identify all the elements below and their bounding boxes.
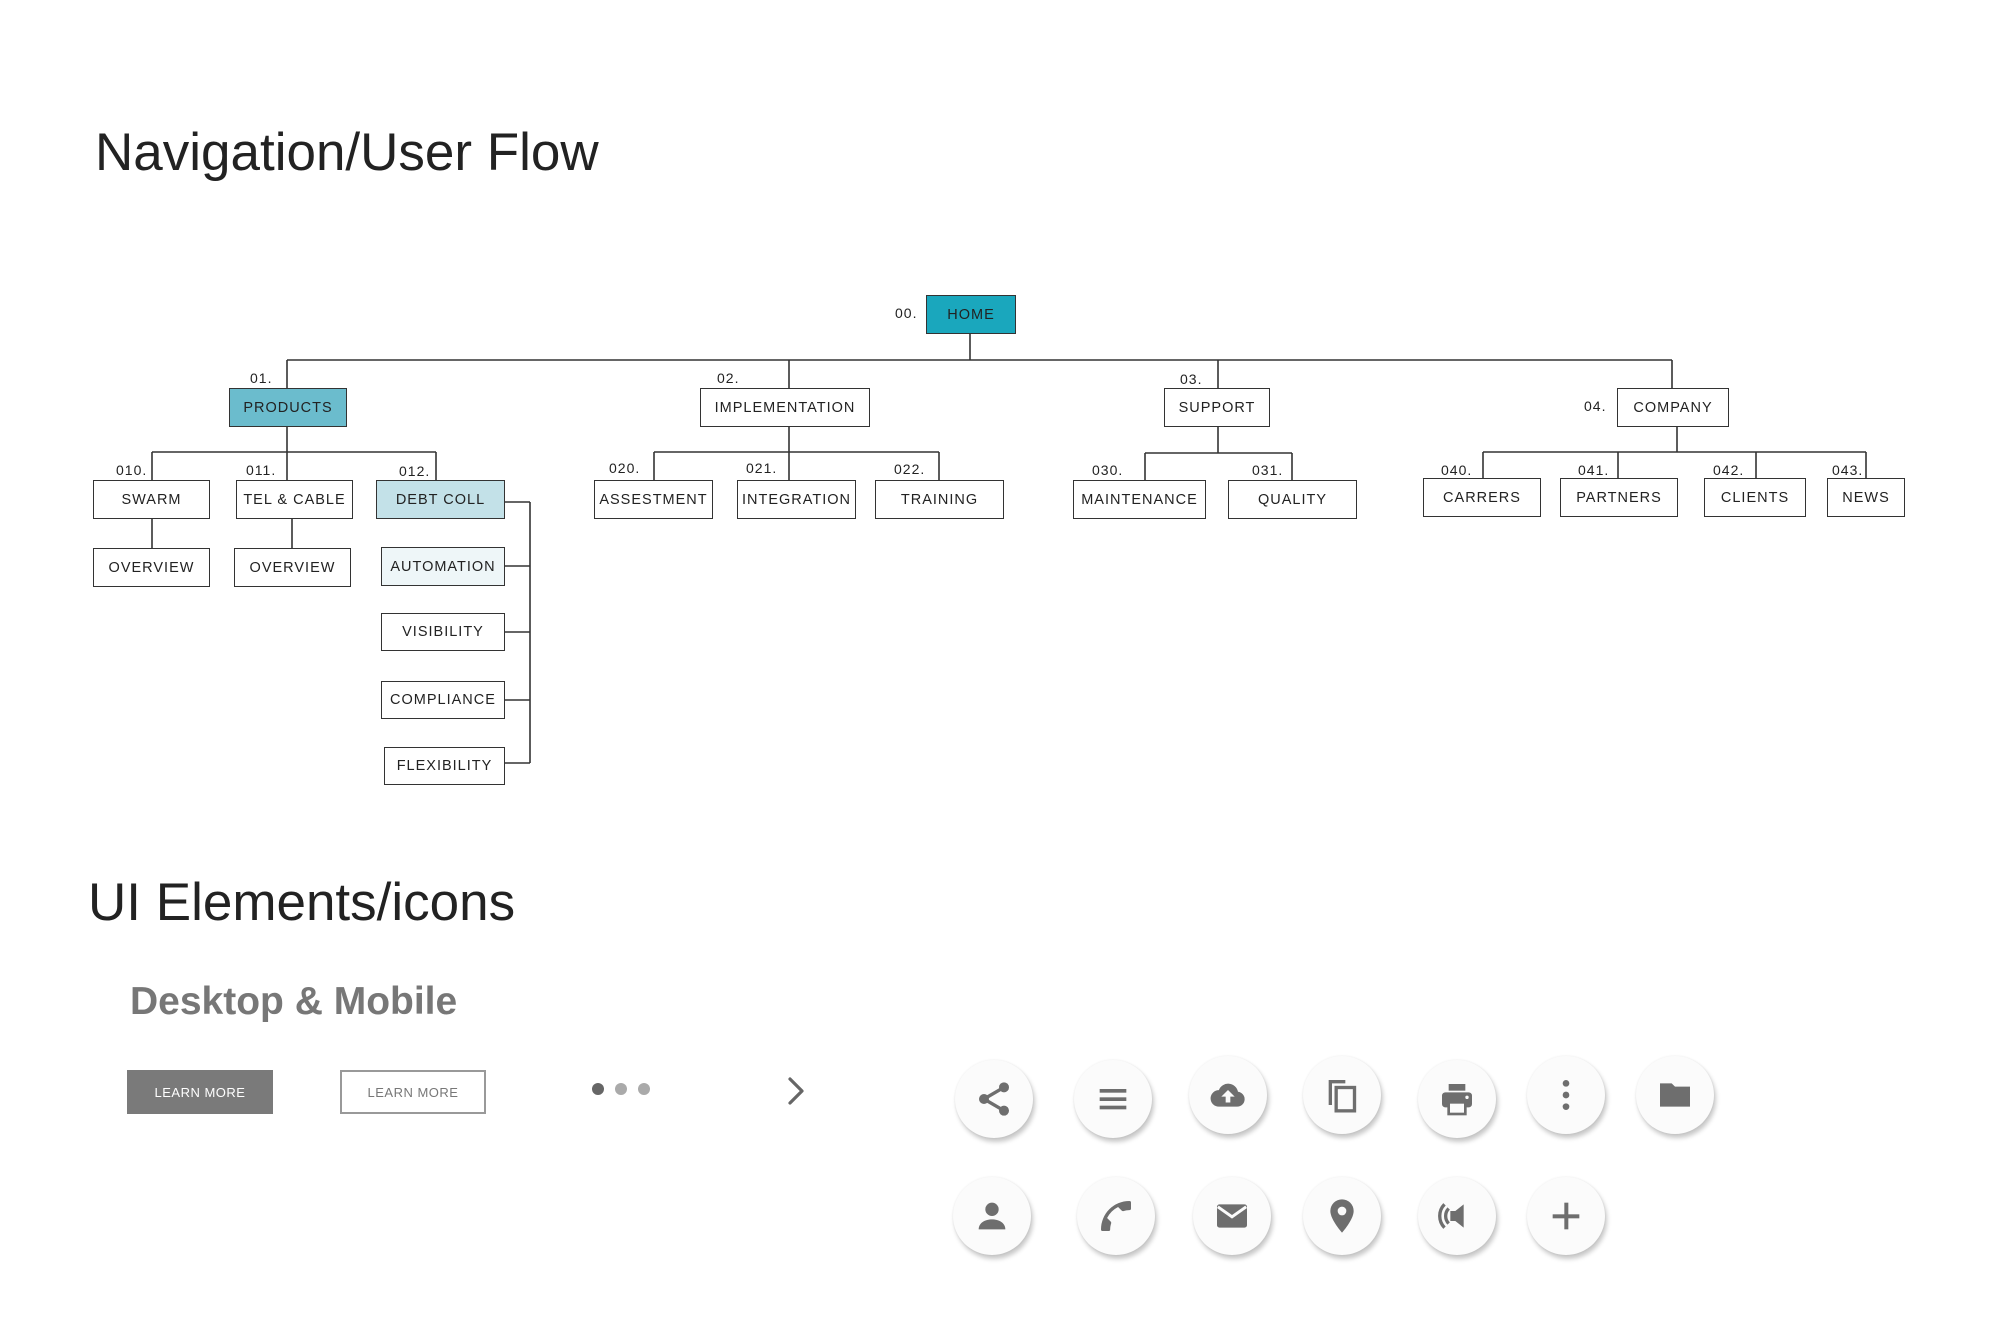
node-support[interactable]: SUPPORT: [1164, 388, 1270, 427]
menu-button[interactable]: [1074, 1060, 1152, 1138]
person-icon: [978, 1202, 1006, 1230]
phone-icon: [1101, 1201, 1131, 1231]
copy-icon: [1328, 1080, 1357, 1113]
node-tel-overview[interactable]: OVERVIEW: [234, 548, 351, 587]
sitemap-connectors: [151, 333, 1867, 764]
person-button[interactable]: [953, 1177, 1031, 1255]
nav-flow-title: Navigation/User Flow: [95, 123, 599, 182]
mail-icon: [1216, 1204, 1248, 1228]
node-maintenance[interactable]: MAINTENANCE: [1073, 480, 1206, 519]
print-icon: [1442, 1084, 1472, 1116]
pagination-dots[interactable]: [590, 1083, 650, 1097]
support-number: 03.: [1180, 371, 1203, 387]
pagination-dot[interactable]: [638, 1083, 650, 1095]
node-company[interactable]: COMPANY: [1617, 388, 1729, 427]
desktop-mobile-subtitle: Desktop & Mobile: [130, 980, 458, 1023]
cloud-upload-button[interactable]: [1189, 1056, 1267, 1134]
node-swarm-overview[interactable]: OVERVIEW: [93, 548, 210, 587]
ui-elements-title: UI Elements/icons: [88, 873, 516, 932]
node-compliance[interactable]: COMPLIANCE: [381, 681, 505, 719]
maintenance-number: 030.: [1092, 462, 1124, 478]
node-clients[interactable]: CLIENTS: [1704, 478, 1806, 517]
node-implementation[interactable]: IMPLEMENTATION: [700, 388, 870, 427]
training-number: 022.: [894, 461, 926, 477]
learn-more-outline-button[interactable]: LEARN MORE: [340, 1070, 486, 1114]
phone-button[interactable]: [1077, 1177, 1155, 1255]
learn-more-solid-button[interactable]: LEARN MORE: [127, 1070, 273, 1114]
copy-button[interactable]: [1303, 1056, 1381, 1134]
menu-icon: [1099, 1089, 1127, 1110]
node-partners[interactable]: PARTNERS: [1560, 478, 1678, 517]
location-pin-icon: [1330, 1199, 1354, 1233]
company-number: 04.: [1584, 398, 1607, 414]
node-news[interactable]: NEWS: [1827, 478, 1905, 517]
node-carrers[interactable]: CARRERS: [1423, 478, 1541, 517]
share-icon: [979, 1082, 1009, 1116]
implementation-number: 02.: [717, 370, 740, 386]
assestment-number: 020.: [609, 460, 641, 476]
plus-button[interactable]: [1527, 1177, 1605, 1255]
partners-number: 041.: [1578, 462, 1610, 478]
node-integration[interactable]: INTEGRATION: [737, 480, 856, 519]
node-tel-cable[interactable]: TEL & CABLE: [236, 480, 353, 519]
tel-cable-number: 011.: [246, 462, 277, 478]
quality-number: 031.: [1252, 462, 1284, 478]
print-button[interactable]: [1418, 1060, 1496, 1138]
swarm-number: 010.: [116, 462, 148, 478]
products-number: 01.: [250, 370, 273, 386]
carrers-number: 040.: [1441, 462, 1473, 478]
node-automation[interactable]: AUTOMATION: [381, 547, 505, 586]
pagination-dot[interactable]: [615, 1083, 627, 1095]
plus-icon: [1552, 1202, 1580, 1230]
more-vertical-button[interactable]: [1527, 1056, 1605, 1134]
folder-button[interactable]: [1636, 1056, 1714, 1134]
node-products[interactable]: PRODUCTS: [229, 388, 347, 427]
node-debt-coll[interactable]: DEBT COLL: [376, 480, 505, 519]
news-number: 043.: [1832, 462, 1864, 478]
volume-icon: [1438, 1203, 1464, 1229]
pagination-dot-active[interactable]: [592, 1083, 604, 1095]
node-assestment[interactable]: ASSESTMENT: [594, 480, 713, 519]
node-home[interactable]: HOME: [926, 295, 1016, 334]
location-pin-button[interactable]: [1303, 1177, 1381, 1255]
home-number: 00.: [895, 305, 918, 321]
mail-button[interactable]: [1193, 1177, 1271, 1255]
node-swarm[interactable]: SWARM: [93, 480, 210, 519]
node-quality[interactable]: QUALITY: [1228, 480, 1357, 519]
integration-number: 021.: [746, 460, 778, 476]
share-button[interactable]: [955, 1060, 1033, 1138]
more-vertical-icon: [1562, 1080, 1570, 1110]
cloud-upload-icon: [1210, 1083, 1245, 1107]
node-flexibility[interactable]: FLEXIBILITY: [384, 747, 505, 785]
node-visibility[interactable]: VISIBILITY: [381, 613, 505, 651]
node-training[interactable]: TRAINING: [875, 480, 1004, 519]
chevron-right-icon[interactable]: [784, 1073, 808, 1109]
volume-button[interactable]: [1418, 1177, 1496, 1255]
debt-coll-number: 012.: [399, 463, 431, 479]
clients-number: 042.: [1713, 462, 1745, 478]
folder-icon: [1660, 1083, 1690, 1107]
